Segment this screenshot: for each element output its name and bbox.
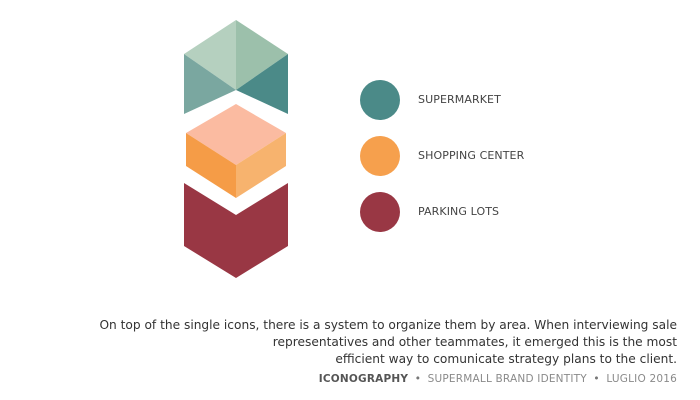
footer-project-name: SUPERMALL BRAND IDENTITY [427, 373, 587, 385]
shopping-center-dot [360, 136, 400, 176]
legend-label-supermarket: SUPERMARKET [418, 93, 501, 106]
hex-lower-left-face [184, 54, 236, 114]
page-footer: ICONOGRAPHY • SUPERMALL BRAND IDENTITY •… [319, 373, 677, 385]
supermarket-dot [360, 80, 400, 120]
hex-lower-right-face [236, 54, 288, 114]
legend-item-supermarket: SUPERMARKET [360, 80, 620, 120]
supermarket-shape [184, 20, 288, 114]
cube-top-face [186, 104, 286, 165]
legend-label-parking-lots: PARKING LOTS [418, 205, 500, 218]
iconography-stack [182, 20, 290, 280]
footer-section-title: ICONOGRAPHY [318, 373, 409, 385]
parking-lots-dot [360, 192, 400, 232]
description-paragraph: On top of the single icons, there is a s… [57, 317, 677, 368]
cube-right-face [236, 133, 286, 198]
description-line-3: efficient way to comunicate strategy pla… [335, 352, 677, 366]
description-line-2: representatives and other teammates, it … [272, 335, 677, 349]
legend-item-parking-lots: PARKING LOTS [360, 192, 620, 232]
hex-top-left-face [184, 20, 236, 90]
area-system-illustration [184, 20, 288, 278]
footer-date: LUGLIO 2016 [606, 373, 677, 385]
legend-label-shopping-center: SHOPPING CENTER [418, 149, 525, 162]
footer-separator: • [593, 373, 600, 385]
area-legend: SUPERMARKET SHOPPING CENTER PARKING LOTS [360, 80, 620, 248]
chevron-face [184, 183, 288, 278]
legend-item-shopping-center: SHOPPING CENTER [360, 136, 620, 176]
footer-separator: • [414, 373, 422, 385]
shopping-center-shape [186, 104, 286, 198]
cube-left-face [186, 133, 236, 198]
hex-top-right-face [236, 20, 288, 90]
parking-lots-shape [184, 183, 288, 278]
description-line-1: On top of the single icons, there is a s… [99, 318, 677, 332]
